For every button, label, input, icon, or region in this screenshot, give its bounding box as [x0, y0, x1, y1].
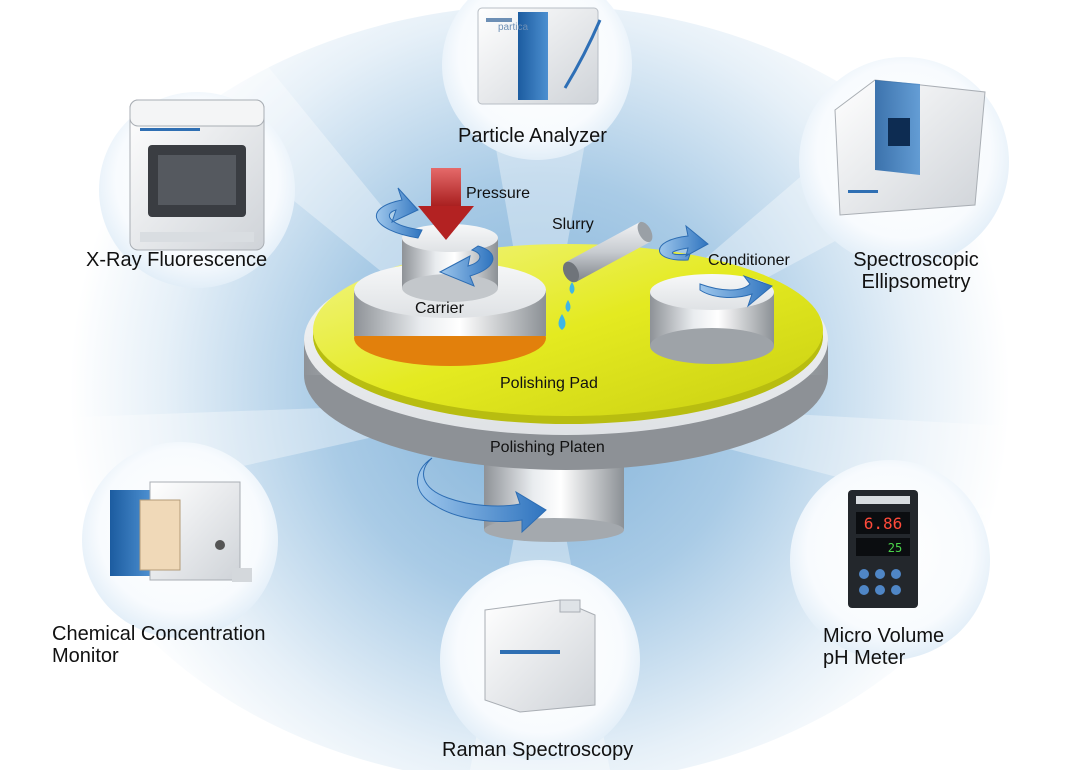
ph-display-bottom: 25	[888, 541, 902, 555]
label-ph-line2: pH Meter	[823, 647, 906, 669]
carrier	[354, 224, 546, 366]
label-polishing-platen: Polishing Platen	[490, 439, 605, 456]
pressure-arrow	[418, 168, 474, 240]
label-chemical-concentration-monitor: Chemical Concentration Monitor	[52, 623, 265, 667]
ph-display-top: 6.86	[864, 514, 903, 533]
label-carrier: Carrier	[415, 300, 464, 317]
carrier-rotation-arrow	[375, 187, 494, 287]
label-polishing-pad: Polishing Pad	[500, 375, 598, 392]
label-slurry: Slurry	[552, 216, 594, 233]
label-particle-analyzer: Particle Analyzer	[458, 125, 607, 147]
conditioner-rotation-arrow	[659, 224, 773, 308]
slurry-drops	[558, 282, 575, 330]
label-raman-spectroscopy: Raman Spectroscopy	[442, 739, 634, 761]
label-ellipsometry-line1: Spectroscopic	[853, 249, 979, 271]
particle-analyzer-device	[477, 7, 602, 105]
particle-analyzer-brand: partica	[498, 22, 528, 33]
label-pressure: Pressure	[466, 185, 531, 202]
label-ph-line1: Micro Volume	[823, 625, 945, 647]
label-chemical-line1: Chemical Concentration	[52, 623, 266, 645]
label-chemical-line2: Monitor	[52, 645, 119, 667]
xray-device	[129, 99, 265, 251]
label-spectroscopic-ellipsometry: Spectroscopic Ellipsometry	[836, 249, 996, 293]
raman-device	[484, 599, 596, 713]
label-xray-fluorescence: X-Ray Fluorescence	[86, 249, 268, 271]
ph-meter-device: 6.86 25	[848, 490, 918, 608]
platen-rotation-arrow	[417, 457, 547, 534]
ellipsometry-device	[834, 79, 986, 216]
chemical-monitor-device	[110, 481, 252, 582]
label-ellipsometry-line2: Ellipsometry	[861, 271, 971, 293]
label-conditioner: Conditioner	[708, 252, 790, 269]
slurry-pipe	[562, 221, 653, 283]
label-micro-volume-ph-meter: Micro Volume pH Meter	[823, 625, 944, 669]
